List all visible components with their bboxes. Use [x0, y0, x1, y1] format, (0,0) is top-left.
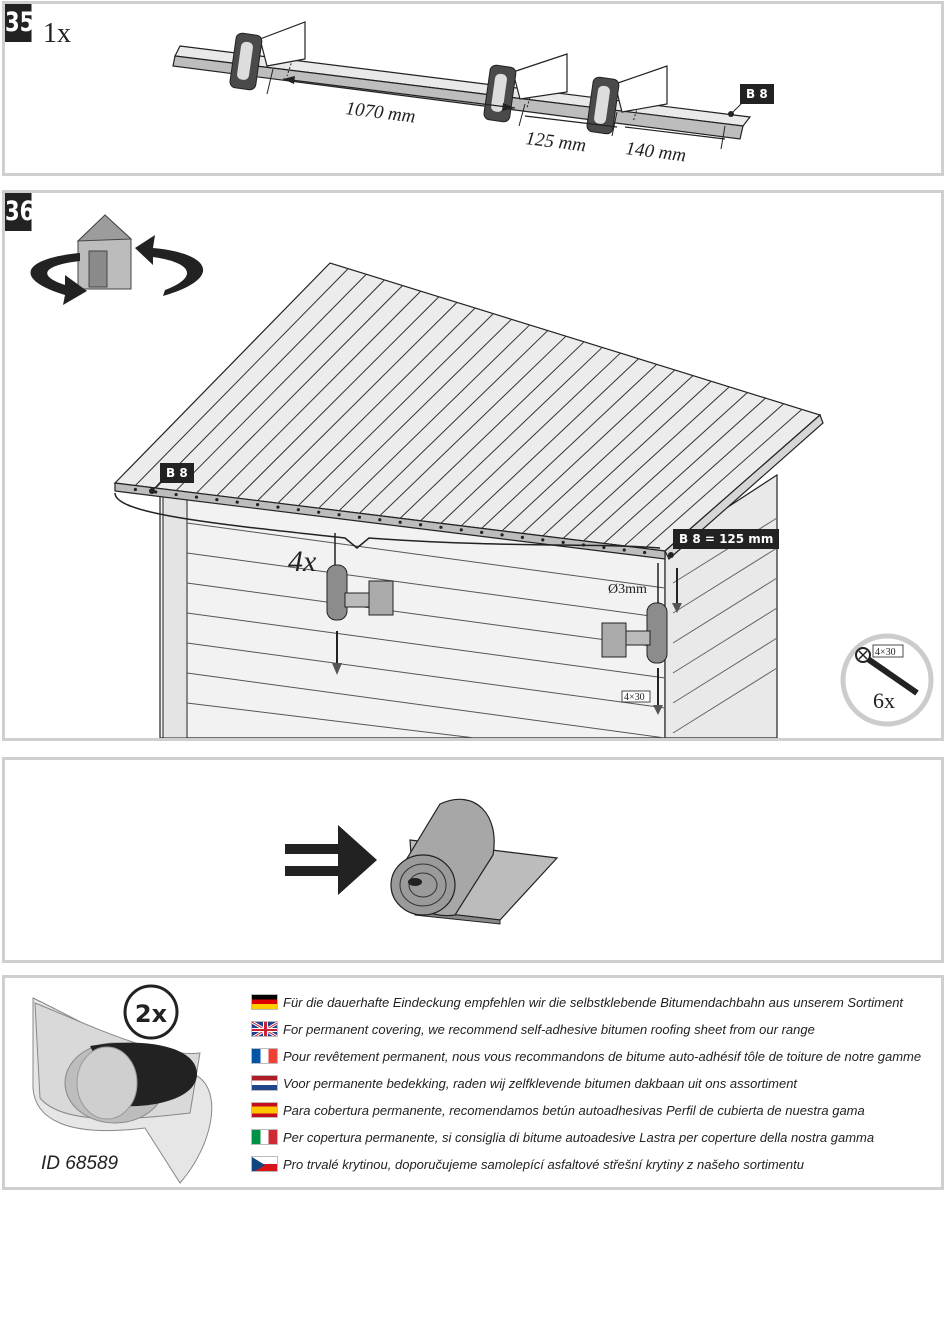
screw-badge [840, 633, 934, 727]
roof-screw-dot [480, 530, 484, 534]
product-id: ID 68589 [41, 1153, 119, 1174]
roof-screw-dot [541, 538, 545, 542]
roof-screw-dot [439, 525, 443, 529]
roof-plank-line [297, 313, 494, 507]
flag-gb-icon [251, 1021, 278, 1037]
roof-screw-dot [194, 495, 199, 499]
roof-screw-dot [602, 545, 606, 550]
double-arrow-icon [285, 825, 377, 895]
roof-screw-dot [255, 503, 260, 507]
flag-es-icon [251, 1102, 278, 1118]
flag-fr-icon [251, 1048, 278, 1064]
roof-screw-dot [235, 500, 239, 504]
roof-screw-dot [174, 492, 178, 497]
roof-plank-line [542, 380, 712, 537]
roof-plank-line [562, 386, 730, 539]
drill-left [326, 533, 394, 675]
lang-row-nl: Voor permanente bedekking, raden wij zel… [251, 1074, 797, 1092]
roof-screw-dot [500, 533, 504, 537]
roof-screw-dot [520, 535, 525, 539]
shed-roof-illustration: 4x Ø3mm 4×30 4×30 6x [30, 214, 934, 738]
roof-screw-dot [643, 550, 647, 555]
info-quantity: 2x [135, 1000, 168, 1028]
drill-diameter: Ø3mm [608, 582, 647, 597]
roof-screw-dot [418, 523, 423, 527]
step-37-panel [2, 757, 944, 963]
roof-screw-dot [357, 515, 362, 519]
dim-140: 140 mm [624, 138, 687, 166]
roof-plank-line [481, 363, 658, 529]
flag-it-icon [251, 1129, 278, 1145]
lang-row-it: Per copertura permanente, si consiglia d… [251, 1128, 874, 1146]
roof-plank-line [257, 302, 458, 501]
roof-plank-line [440, 352, 621, 524]
flag-de-icon [251, 994, 278, 1010]
roof-plank-line [338, 324, 530, 512]
roof-plank-line [155, 273, 367, 489]
bitumen-roll-illustration: 2x [32, 984, 213, 1184]
roof-screw-dot [133, 487, 137, 492]
flag-cz-icon [251, 1156, 278, 1172]
step-quantity: 1x [43, 18, 71, 49]
step-number: 35 [5, 4, 34, 42]
roof-plank-line [318, 318, 512, 509]
part-label: B 8 [740, 84, 774, 104]
dim-125: 125 mm [524, 128, 587, 156]
step-number: 36 [5, 193, 34, 231]
roof-screw-dot [622, 548, 626, 552]
dim-1070: 1070 mm [344, 98, 416, 127]
roof-screw-dot [337, 513, 341, 517]
roof-plank-line [420, 347, 603, 522]
part-label: B 8 [160, 463, 194, 483]
screw-size-label: 4×30 [624, 692, 645, 703]
lang-row-es: Para cobertura permanente, recomendamos … [251, 1101, 865, 1119]
step-36-panel: 36 [2, 190, 944, 741]
roof-plank-line [359, 330, 549, 514]
roof-screw-dot [561, 540, 565, 545]
roof-plank-line [644, 408, 803, 549]
recommendation-panel: 2x ID 68589 Für die dauerhafte Eindeckun… [2, 975, 944, 1190]
lang-row-cz: Pro trvalé krytinou, doporučujeme samole… [251, 1155, 804, 1173]
step-quantity: 4x [288, 545, 317, 578]
part-label-cut: B 8 = 125 mm [673, 529, 780, 549]
roof-plank-line [175, 279, 385, 491]
roof-screw-dot [398, 520, 402, 524]
drill-right [601, 563, 682, 715]
roof-plank-line [277, 307, 476, 504]
lang-row-gb: For permanent covering, we recommend sel… [251, 1020, 815, 1038]
rotate-view-icon [30, 214, 204, 305]
roll-illustration [285, 798, 559, 925]
roof-plank-line [135, 268, 349, 486]
roof-plank-line [236, 296, 440, 499]
roof-plank-line [583, 392, 748, 542]
roof-screw-dot [378, 518, 382, 522]
roof-plank-line [501, 369, 676, 532]
screw-badge-size: 4×30 [875, 647, 896, 658]
roof-plank-line [522, 375, 694, 534]
lang-row-fr: Pour revêtement permanent, nous vous rec… [251, 1047, 921, 1065]
roof-screw-dot [317, 510, 321, 514]
roof-screw-dot [276, 505, 280, 509]
lang-row-de: Für die dauerhafte Eindeckung empfehlen … [251, 993, 903, 1011]
roof-screw-dot [296, 508, 300, 512]
roof-plank-line [623, 403, 785, 547]
roof-screw-dot [215, 497, 219, 502]
saw-board-illustration: 1070 mm 125 mm 140 mm [172, 21, 752, 166]
roof-plank-line [196, 285, 403, 494]
roof-plank-line [603, 397, 766, 544]
roof-plank-line [399, 341, 585, 519]
roof-plank-line [379, 335, 567, 517]
flag-nl-icon [251, 1075, 278, 1091]
screw-badge-qty: 6x [873, 688, 895, 713]
roof-plank-line [216, 290, 422, 496]
roof-plank-line [460, 358, 639, 527]
step-35-panel: 35 1x 1070 mm 125 mm 1 [2, 1, 944, 176]
roof-screw-dot [459, 528, 463, 532]
